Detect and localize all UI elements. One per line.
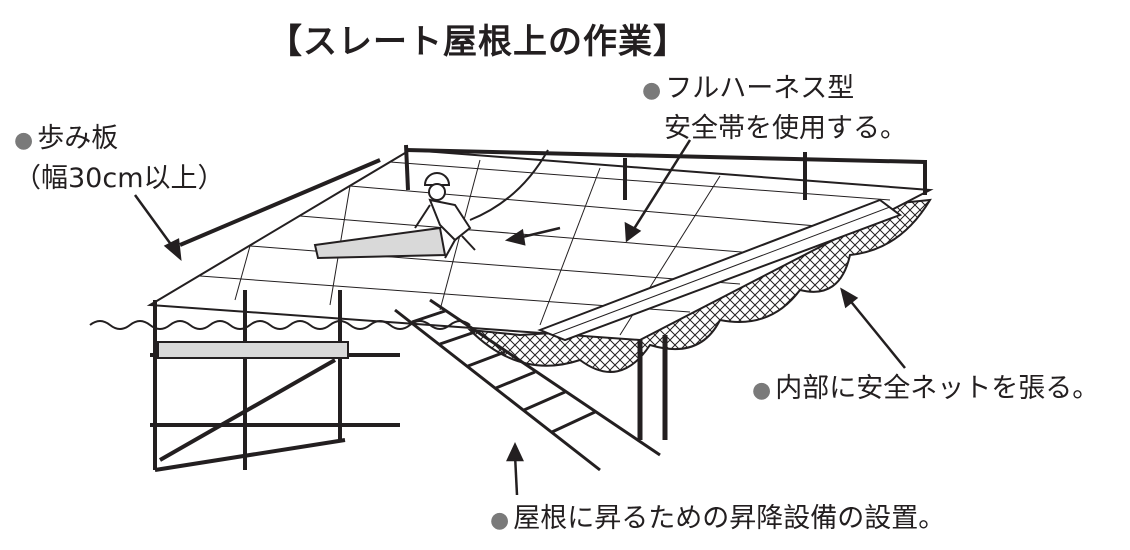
guardrail	[179, 144, 927, 247]
label-plank-line1: 歩み板	[37, 123, 119, 154]
label-walkway-plank: ●歩み板 （幅30cm以上）	[14, 120, 225, 198]
label-harness-line2: 安全帯を使用する。	[664, 113, 907, 144]
arrow-lifeline	[517, 226, 561, 240]
access-ladder	[394, 298, 661, 472]
arrow-plank-head	[163, 238, 182, 262]
arrow-lifeline-head	[504, 228, 526, 246]
label-harness: ●フルハーネス型 安全帯を使用する。	[642, 70, 907, 148]
scaffold-platform	[157, 341, 349, 359]
worker	[414, 172, 476, 259]
bullet-dot: ●	[14, 128, 34, 153]
label-ladder-line1: 屋根に昇るための昇降設備の設置。	[513, 503, 946, 534]
arrow-net	[847, 297, 906, 369]
lifeline	[469, 149, 549, 221]
label-net-line1: 内部に安全ネットを張る。	[775, 373, 1100, 404]
arrow-harness-head	[624, 221, 642, 243]
walkway-plank	[313, 226, 447, 260]
diagram-title: 【スレート屋根上の作業】	[268, 22, 688, 62]
roof-eave	[89, 320, 471, 330]
label-plank-line2: （幅30cm以上）	[14, 163, 225, 194]
bullet-dot: ●	[752, 378, 772, 403]
label-access-ladder: ●屋根に昇るための昇降設備の設置。	[490, 500, 945, 540]
arrow-plank	[133, 194, 177, 251]
arrow-ladder	[513, 454, 519, 496]
bullet-dot: ●	[642, 78, 662, 103]
label-harness-line1: フルハーネス型	[665, 73, 855, 104]
label-safety-net: ●内部に安全ネットを張る。	[752, 370, 1099, 410]
bullet-dot: ●	[490, 508, 510, 533]
arrow-net-head	[840, 287, 859, 309]
slate-roof	[146, 148, 934, 342]
arrow-ladder-head	[506, 442, 524, 462]
arrow-harness	[630, 139, 692, 233]
